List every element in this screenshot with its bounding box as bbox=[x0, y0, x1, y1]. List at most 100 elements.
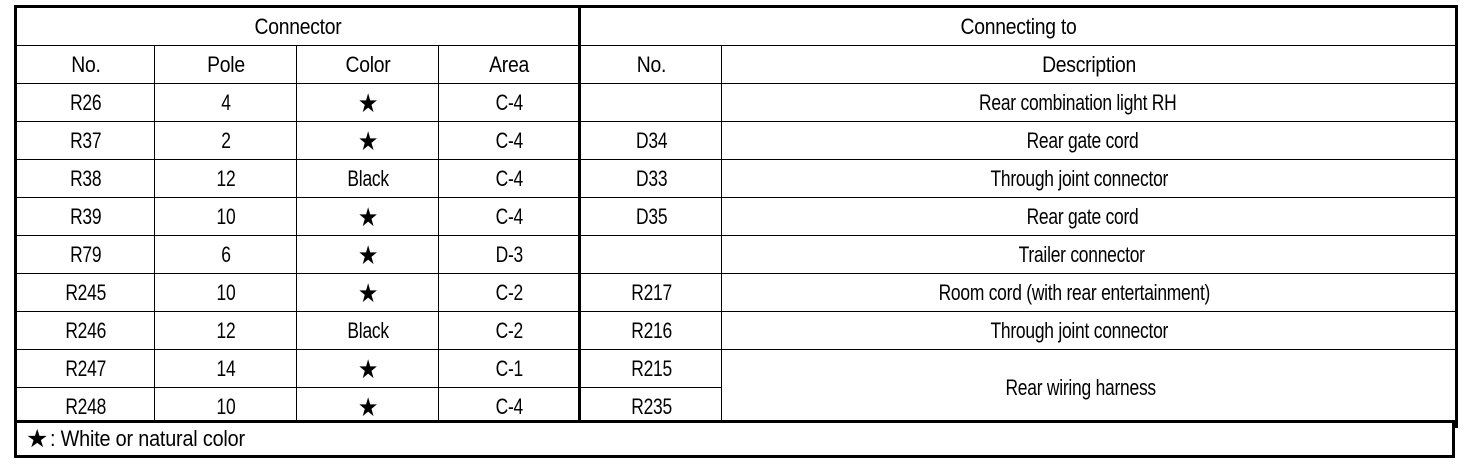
cell-connecting-no: R216 bbox=[587, 311, 714, 350]
cell-area: C-4 bbox=[446, 197, 573, 236]
cell-connector-no: R39 bbox=[23, 197, 147, 236]
cell-color: ★ bbox=[304, 83, 431, 122]
table-row: R79 6 ★ D-3 Trailer connector bbox=[16, 235, 1457, 274]
cell-description: Rear gate cord bbox=[765, 197, 1413, 236]
group-header-row: Connector Connecting to bbox=[16, 6, 1457, 46]
cell-description-text: Trailer connector bbox=[1018, 241, 1145, 267]
cell-pole-text: 6 bbox=[220, 241, 231, 267]
cell-connector-no: R38 bbox=[23, 159, 147, 198]
cell-description: Through joint connector bbox=[765, 311, 1413, 350]
cell-description: Rear wiring harness bbox=[765, 349, 1413, 427]
cell-connector-no-text: R79 bbox=[69, 241, 102, 267]
cell-connector-no-text: R26 bbox=[69, 89, 102, 115]
column-header-pole: Pole bbox=[162, 45, 289, 84]
star-icon: ★ bbox=[357, 391, 378, 422]
cell-color-text: Black bbox=[346, 317, 389, 343]
cell-connecting-no: R215 bbox=[587, 349, 714, 388]
cell-connecting-no: R217 bbox=[587, 273, 714, 312]
cell-area: C-4 bbox=[446, 121, 573, 160]
cell-description-text: Through joint connector bbox=[989, 317, 1168, 343]
column-header-description: Description bbox=[765, 45, 1413, 84]
cell-pole: 2 bbox=[162, 121, 289, 160]
cell-connecting-no-text: R216 bbox=[630, 317, 672, 343]
column-header-connecting-no: No. bbox=[587, 45, 714, 84]
cell-pole-text: 14 bbox=[216, 355, 235, 381]
connector-list-table: Connector Connecting to No. Pole Color A… bbox=[14, 5, 1458, 428]
cell-connector-no-text: R246 bbox=[65, 317, 106, 343]
group-header-connector: Connector bbox=[48, 6, 547, 46]
cell-connecting-no-text: R235 bbox=[630, 393, 672, 419]
cell-color: ★ bbox=[304, 349, 431, 388]
star-icon: ★ bbox=[357, 125, 378, 156]
cell-color: Black bbox=[304, 311, 431, 350]
cell-pole-text: 10 bbox=[216, 393, 235, 419]
star-icon: ★ bbox=[357, 87, 378, 118]
cell-connector-no: R247 bbox=[23, 349, 147, 388]
star-icon: ★ bbox=[26, 424, 49, 453]
cell-color: ★ bbox=[304, 235, 431, 274]
cell-connecting-no-text: D34 bbox=[635, 127, 667, 153]
cell-description: Through joint connector bbox=[765, 159, 1413, 198]
cell-connecting-no: D34 bbox=[587, 121, 714, 160]
cell-area-text: C-1 bbox=[494, 355, 523, 381]
cell-description: Rear combination light RH bbox=[765, 83, 1413, 122]
cell-area-text: C-4 bbox=[494, 203, 523, 229]
cell-description-text: Room cord (with rear entertainment) bbox=[937, 279, 1210, 305]
footnote-legend: ★ : White or natural color bbox=[14, 420, 1455, 458]
cell-pole-text: 10 bbox=[216, 279, 235, 305]
cell-color: ★ bbox=[304, 273, 431, 312]
cell-description-text: Rear wiring harness bbox=[1004, 374, 1156, 400]
cell-connecting-no-text: D33 bbox=[635, 165, 667, 191]
star-icon: ★ bbox=[357, 277, 378, 308]
column-header-color: Color bbox=[304, 45, 431, 84]
cell-area: C-2 bbox=[446, 273, 573, 312]
cell-area: C-4 bbox=[446, 83, 573, 122]
cell-pole: 4 bbox=[162, 83, 289, 122]
cell-pole: 10 bbox=[162, 197, 289, 236]
cell-area: C-1 bbox=[446, 349, 573, 388]
cell-color-text: Black bbox=[346, 165, 389, 191]
cell-description-text: Rear gate cord bbox=[1026, 203, 1139, 229]
table-row: R26 4 ★ C-4 Rear combination light RH bbox=[16, 83, 1457, 122]
cell-connector-no-text: R39 bbox=[69, 203, 102, 229]
cell-pole: 12 bbox=[162, 311, 289, 350]
cell-pole-text: 2 bbox=[220, 127, 231, 153]
cell-connector-no: R79 bbox=[23, 235, 147, 274]
cell-connecting-no-text: R217 bbox=[630, 279, 672, 305]
cell-connector-no-text: R248 bbox=[65, 393, 106, 419]
cell-color: Black bbox=[304, 159, 431, 198]
cell-pole-text: 10 bbox=[216, 203, 235, 229]
table-row: R245 10 ★ C-2 R217 Room cord (with rear enter… bbox=[16, 273, 1457, 312]
column-header-connector-no: No. bbox=[23, 45, 147, 84]
cell-color: ★ bbox=[304, 121, 431, 160]
table-row: R246 12 Black C-2 R216 Through joint connecto… bbox=[16, 311, 1457, 350]
cell-area-text: D-3 bbox=[494, 241, 523, 267]
cell-area-text: C-4 bbox=[494, 165, 523, 191]
cell-area-text: C-2 bbox=[494, 279, 523, 305]
column-header-area: Area bbox=[446, 45, 573, 84]
cell-pole: 14 bbox=[162, 349, 289, 388]
cell-description-text: Rear combination light RH bbox=[978, 89, 1177, 115]
column-header-row: No. Pole Color Area No. Description bbox=[16, 45, 1457, 84]
cell-area: D-3 bbox=[446, 235, 573, 274]
cell-connecting-no-text: R215 bbox=[630, 355, 672, 381]
cell-connector-no-text: R37 bbox=[69, 127, 102, 153]
cell-connector-no-text: R245 bbox=[65, 279, 106, 305]
cell-pole-text: 4 bbox=[220, 89, 231, 115]
footnote-text: : White or natural color bbox=[50, 426, 246, 451]
cell-pole: 12 bbox=[162, 159, 289, 198]
cell-description: Room cord (with rear entertainment) bbox=[765, 273, 1413, 312]
cell-connecting-no bbox=[587, 235, 714, 274]
cell-connector-no-text: R247 bbox=[65, 355, 106, 381]
cell-pole: 10 bbox=[162, 273, 289, 312]
cell-area-text: C-4 bbox=[494, 393, 523, 419]
cell-area: C-4 bbox=[446, 159, 573, 198]
star-icon: ★ bbox=[357, 239, 378, 270]
table-body: R26 4 ★ C-4 Rear combination light RH R37 2 ★ C-… bbox=[16, 83, 1457, 427]
cell-description-text: Through joint connector bbox=[989, 165, 1168, 191]
cell-description: Trailer connector bbox=[765, 235, 1413, 274]
cell-area-text: C-2 bbox=[494, 317, 523, 343]
star-icon: ★ bbox=[357, 201, 378, 232]
